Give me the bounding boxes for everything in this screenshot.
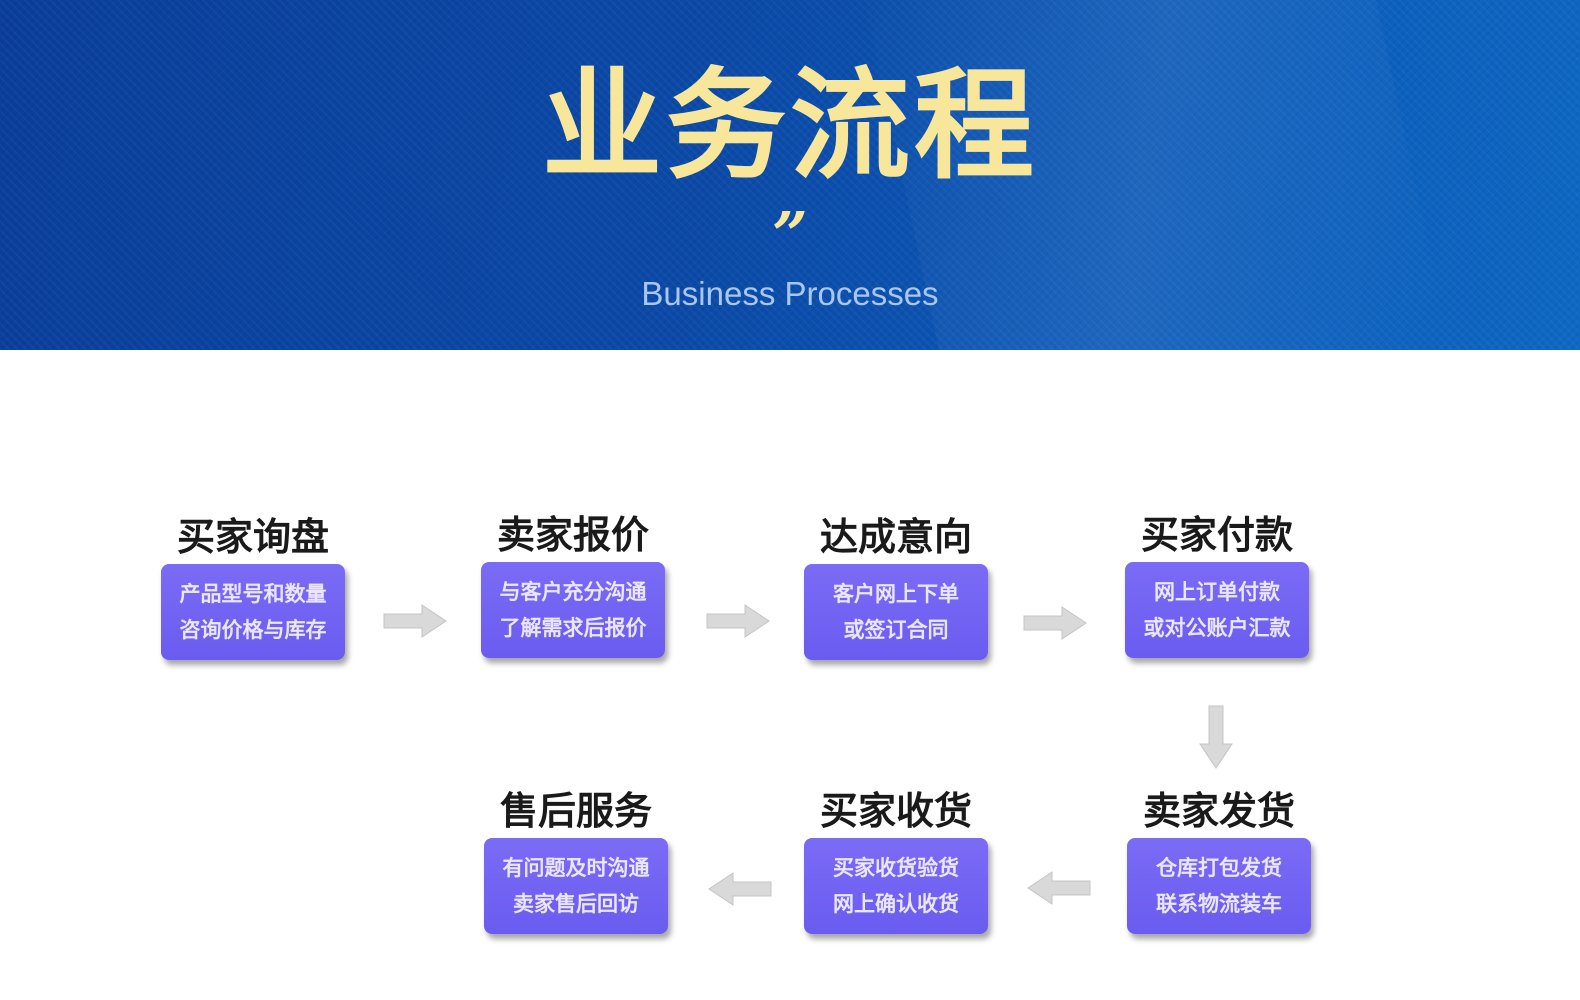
step-desc-line: 与客户充分沟通 xyxy=(499,580,647,604)
arrow-right-icon xyxy=(1023,606,1087,640)
step-box: 买家收货验货 网上确认收货 xyxy=(804,838,988,934)
arrow-right-icon xyxy=(706,604,770,638)
step-box: 仓库打包发货 联系物流装车 xyxy=(1127,838,1311,934)
step-desc-line: 联系物流装车 xyxy=(1156,892,1282,916)
step-desc-line: 有问题及时沟通 xyxy=(502,856,650,880)
step-desc-line: 客户网上下单 xyxy=(833,582,959,606)
step-desc-line: 了解需求后报价 xyxy=(499,616,647,640)
step-label: 买家询盘 xyxy=(176,515,329,559)
step-box: 与客户充分沟通 了解需求后报价 xyxy=(481,562,665,658)
step-buyer-inquiry: 买家询盘 产品型号和数量 咨询价格与库存 xyxy=(153,512,353,660)
arrow-down-icon xyxy=(1199,705,1233,769)
step-label: 卖家报价 xyxy=(496,513,649,557)
step-after-sales: 售后服务 有问题及时沟通 卖家售后回访 xyxy=(476,786,676,934)
step-desc-line: 产品型号和数量 xyxy=(179,582,327,606)
step-buyer-receipt: 买家收货 买家收货验货 网上确认收货 xyxy=(796,786,996,934)
step-box: 网上订单付款 或对公账户汇款 xyxy=(1125,562,1309,658)
page-title: 业务流程 xyxy=(542,57,1038,196)
header-banner xyxy=(0,0,1580,350)
arrow-left-icon xyxy=(708,872,772,906)
step-label: 买家付款 xyxy=(1140,513,1293,557)
step-desc-line: 或签订合同 xyxy=(843,618,949,642)
step-label: 卖家发货 xyxy=(1142,789,1295,833)
step-buyer-payment: 买家付款 网上订单付款 或对公账户汇款 xyxy=(1117,510,1317,658)
page-subtitle: Business Processes xyxy=(641,275,939,312)
step-desc-line: 网上确认收货 xyxy=(833,892,959,916)
step-box: 有问题及时沟通 卖家售后回访 xyxy=(484,838,668,934)
step-desc-line: 咨询价格与库存 xyxy=(179,618,327,642)
step-seller-quote: 卖家报价 与客户充分沟通 了解需求后报价 xyxy=(473,510,673,658)
step-desc-line: 或对公账户汇款 xyxy=(1143,616,1291,640)
step-box: 产品型号和数量 咨询价格与库存 xyxy=(161,564,345,660)
step-desc-line: 网上订单付款 xyxy=(1154,580,1280,604)
quote-mark: ” xyxy=(772,198,808,271)
step-label: 售后服务 xyxy=(499,789,652,833)
step-desc-line: 仓库打包发货 xyxy=(1156,856,1282,880)
step-reach-agreement: 达成意向 客户网上下单 或签订合同 xyxy=(796,512,996,660)
arrow-right-icon xyxy=(383,604,447,638)
arrow-left-icon xyxy=(1027,871,1091,905)
step-seller-shipping: 卖家发货 仓库打包发货 联系物流装车 xyxy=(1119,786,1319,934)
step-desc-line: 卖家售后回访 xyxy=(513,892,639,916)
step-label: 达成意向 xyxy=(819,515,972,559)
step-label: 买家收货 xyxy=(819,789,972,833)
step-box: 客户网上下单 或签订合同 xyxy=(804,564,988,660)
step-desc-line: 买家收货验货 xyxy=(833,856,959,880)
